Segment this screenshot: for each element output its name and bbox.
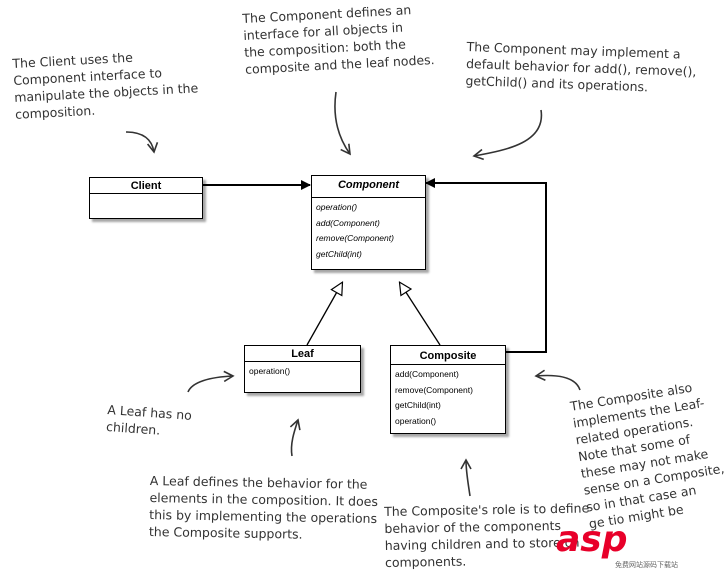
default-behavior-note: The Component may implement a default be… (465, 38, 697, 95)
composite-op: add(Component) (395, 369, 459, 379)
client-class-box: Client (89, 177, 203, 219)
composite-also-note-arrow (534, 369, 581, 391)
composite-also-note: The Composite also implements the Leaf- … (569, 379, 726, 532)
composite-operations: add(Component) remove(Component) getChil… (391, 365, 505, 431)
component-op: add(Component) (316, 217, 380, 228)
leaf-behavior-note: A Leaf defines the behavior for the elem… (148, 472, 379, 542)
composite-class-name: Composite (391, 346, 505, 365)
component-op: operation() (316, 202, 358, 212)
composite-role-note-arrow (460, 458, 472, 497)
client-class-name: Client (90, 178, 202, 194)
default-behavior-note-arrow (472, 109, 543, 161)
client-note: The Client uses the Component interface … (12, 49, 199, 122)
composite-op: remove(Component) (395, 384, 473, 395)
component-operations: operation() add(Component) remove(Compon… (312, 198, 425, 264)
leaf-class-name: Leaf (245, 346, 360, 362)
component-op: getChild(int) (316, 248, 362, 259)
composite-op: operation() (395, 415, 437, 426)
composite-inheritance-line (400, 283, 441, 346)
leaf-behavior-note-arrow (289, 418, 301, 457)
leaf-op: operation() (249, 366, 291, 376)
leaf-operations: operation() (245, 362, 360, 382)
leaf-children-note: A Leaf has no children. (105, 401, 193, 438)
composite-aggregation-line (425, 178, 547, 353)
component-class-name: Component (312, 176, 425, 198)
watermark-caption: 免费网站源码下载站 (615, 561, 678, 569)
leaf-inheritance-line (306, 283, 342, 346)
component-note-arrow (334, 91, 351, 156)
composite-op: getChild(int) (395, 400, 441, 410)
leaf-class-box: Leaf operation() (244, 345, 361, 393)
leaf-children-note-arrow (187, 370, 235, 393)
component-op: remove(Component) (316, 233, 394, 243)
composite-class-box: Composite add(Component) remove(Componen… (390, 345, 506, 434)
watermark-logo: asp (556, 519, 628, 560)
component-note: The Component defines an interface for a… (242, 2, 435, 77)
component-class-box: Component operation() add(Component) rem… (311, 175, 426, 270)
client-note-arrow (125, 131, 159, 154)
